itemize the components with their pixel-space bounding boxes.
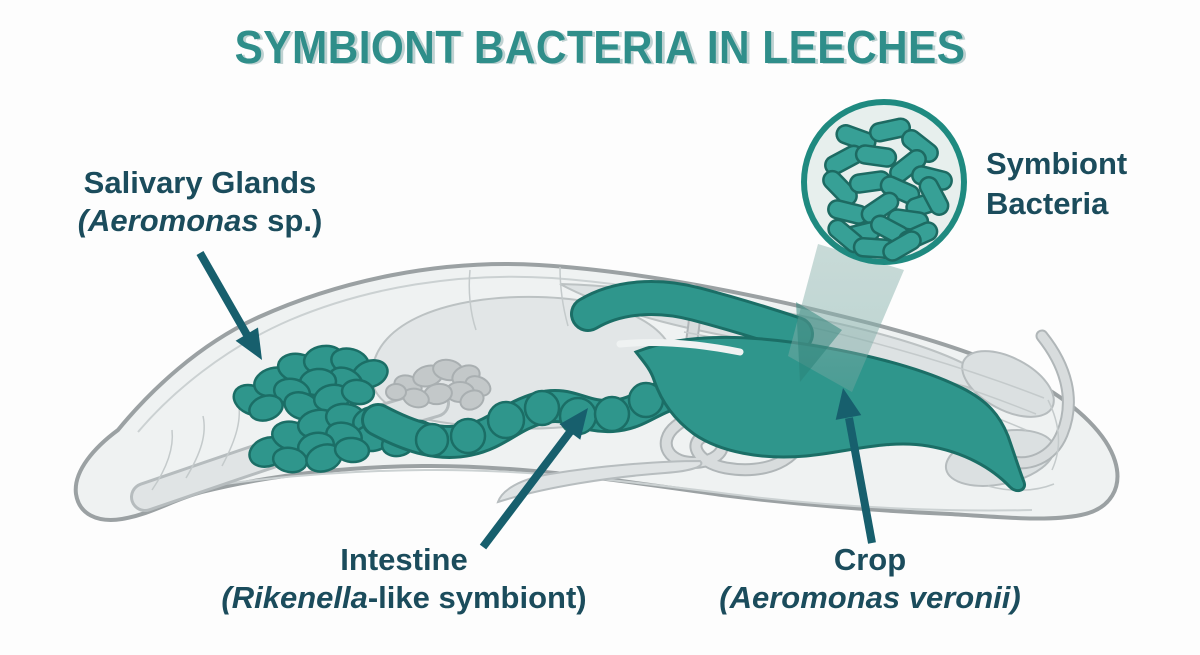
symbiont-bacteria-label: Symbiont Bacteria [986,146,1128,221]
salivary-glands-label: Salivary Glands (Aeromonas sp.) [78,164,323,240]
intestine-organ [361,374,699,459]
crop-arrow [845,417,876,544]
crop-name: Crop [833,542,907,577]
magnifier-circle [801,99,967,265]
salivary-arrowhead [235,327,262,360]
salivary-glands-species: (Aeromonas sp.) [77,203,323,238]
intestine-arrow [479,429,574,550]
pharynx-gland-cluster [385,358,492,411]
magnifier-cone-tip [796,302,842,382]
crop-species: (Aeromonas veronii) [719,580,1021,615]
annotation-arrows [196,251,876,550]
intestine-label: Intestine (Rikenella-like symbiont) [221,541,586,617]
page-title: SYMBIONT BACTERIA IN LEECHES [234,21,966,73]
salivary-glands-name: Salivary Glands [83,165,317,200]
crop-label: Crop (Aeromonas veronii) [719,541,1020,617]
intestine-arrowhead [559,408,588,440]
crop-arrowhead [835,388,862,420]
crop-organ [570,280,1027,493]
bacteria-rods [822,117,953,262]
intestine-lumps [414,374,698,458]
crop-fold-gap [616,338,744,356]
salivary-arrow [196,251,251,337]
rear-squiggle [1001,331,1073,468]
intestine-name: Intestine [340,542,468,577]
intestine-species: (Rikenella-like symbiont) [221,580,587,615]
